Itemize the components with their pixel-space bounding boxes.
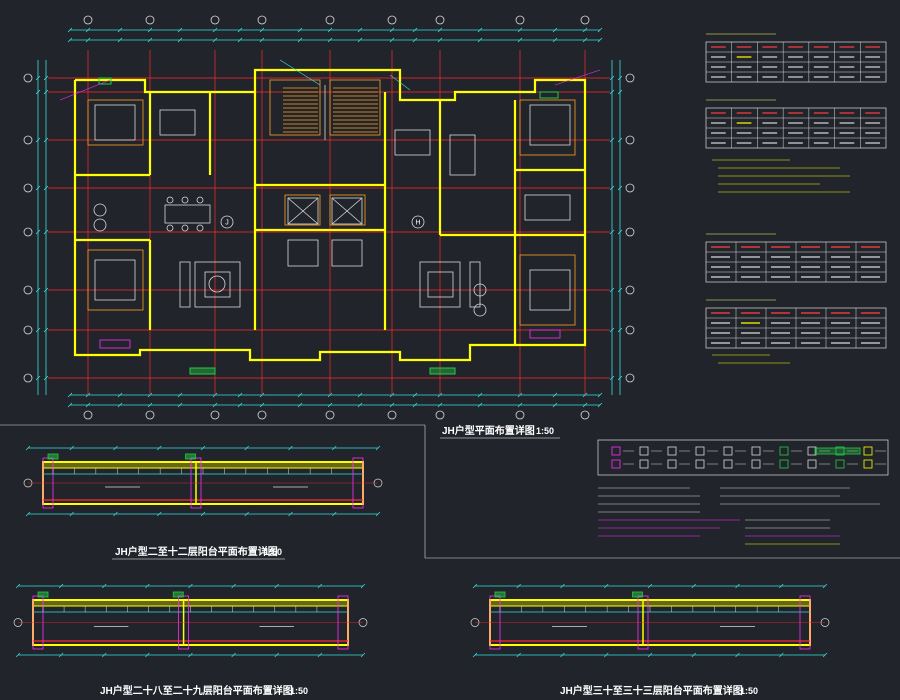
staircase xyxy=(283,85,378,140)
main-plan-scale: 1:50 xyxy=(536,426,554,436)
balcony-2-scale: 1:50 xyxy=(290,686,308,696)
legend-notes xyxy=(598,487,880,545)
balcony-1-title-text: JH户型二至十二层阳台平面布置详图 xyxy=(115,545,278,558)
axis-bubble-j: J xyxy=(220,215,234,229)
elevator-shafts xyxy=(287,197,363,267)
dimension-ticks xyxy=(35,27,623,408)
area-table xyxy=(705,33,887,83)
area-tables xyxy=(705,33,887,349)
balcony-1-title: JH户型二至十二层阳台平面布置详图 1:50 xyxy=(112,545,285,560)
annotation-marks xyxy=(59,59,601,375)
walls xyxy=(73,68,587,362)
area-table xyxy=(705,99,887,149)
axis-lines xyxy=(48,50,610,395)
balcony-2-title-text: JH户型二十八至二十九层阳台平面布置详图 xyxy=(100,684,293,697)
main-plan-title-text: JH户型平面布置详图 xyxy=(442,424,535,437)
balcony-1-scale: 1:50 xyxy=(264,547,282,557)
main-plan-title: JH户型平面布置详图 1:50 xyxy=(440,424,560,439)
inner-wall-lines xyxy=(87,79,576,326)
balcony-2-title: JH户型二十八至二十九层阳台平面布置详图 1:50 xyxy=(100,684,308,697)
balcony-plan-30-33 xyxy=(470,583,830,658)
notes-and-tables xyxy=(705,33,887,364)
dimension-lines xyxy=(37,29,621,406)
main-floor-plan: J H JH户型平面布置详图 1:50 xyxy=(23,15,635,439)
legend-symbols xyxy=(611,446,886,469)
furniture xyxy=(93,104,571,317)
table-notes xyxy=(712,159,850,364)
grid-axis-markers xyxy=(23,15,635,420)
svg-text:H: H xyxy=(415,220,420,227)
axis-bubble-h: H xyxy=(411,215,425,229)
area-table xyxy=(705,233,887,283)
legend-panel xyxy=(424,425,900,559)
svg-text:J: J xyxy=(225,220,229,227)
balcony-plan-28-29 xyxy=(13,583,368,658)
balcony-3-title-text: JH户型三十至三十三层阳台平面布置详图 xyxy=(560,684,743,697)
area-table xyxy=(705,299,887,349)
balcony-3-scale: 1:50 xyxy=(740,686,758,696)
balcony-3-title: JH户型三十至三十三层阳台平面布置详图 1:50 xyxy=(560,684,758,697)
balcony-plan-2-12 xyxy=(23,445,383,517)
